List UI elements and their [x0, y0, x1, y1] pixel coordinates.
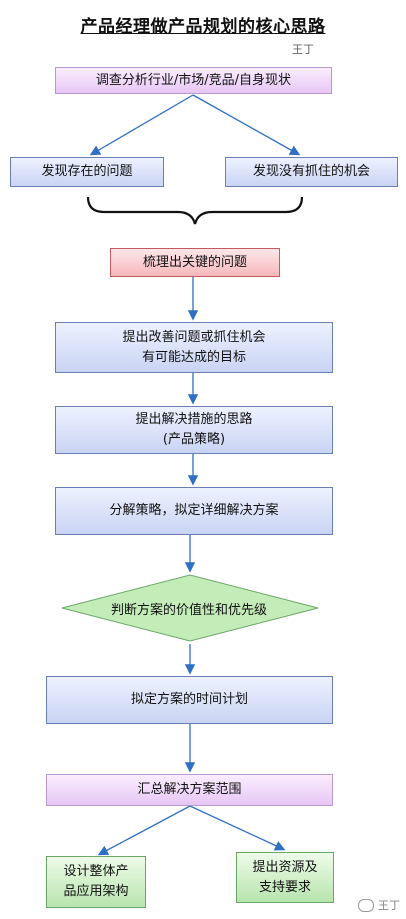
wechat-icon: [358, 898, 374, 912]
node-strategy-line1: 提出解决措施的思路: [135, 412, 253, 427]
node-strategy: 提出解决措施的思路 (产品策略): [55, 406, 333, 454]
diagram-title: 产品经理做产品规划的核心思路: [80, 17, 326, 37]
node-goal: 提出改善问题或抓住机会 有可能达成的目标: [55, 322, 333, 373]
node-survey: 调查分析行业/市场/竞品/自身现状: [55, 67, 332, 94]
arrow-survey-to-problems: [89, 94, 194, 156]
curly-brace: [86, 196, 304, 225]
node-opportunities: 发现没有抓住的机会: [225, 157, 398, 187]
judge-diamond: [61, 574, 319, 642]
node-design-line2: 品应用架构: [63, 884, 129, 899]
node-resources-line2: 支持要求: [258, 879, 311, 895]
author-label: 王丁: [292, 43, 314, 56]
node-strategy-line2: (产品策略): [162, 432, 226, 447]
watermark: 王丁: [358, 897, 400, 913]
node-key-issues: 梳理出关键的问题: [110, 248, 280, 277]
node-problems: 发现存在的问题: [10, 157, 164, 187]
arrow-summary-to-resources: [189, 805, 286, 851]
node-judge-label: 判断方案的价值性和优先级: [110, 602, 267, 618]
node-design: 设计整体产 品应用架构: [46, 856, 146, 908]
node-design-line1: 设计整体产: [63, 864, 129, 879]
node-goal-line2: 有可能达成的目标: [141, 349, 246, 365]
node-decompose: 分解策略，拟定详细解决方案: [55, 487, 333, 535]
node-resources-line1: 提出资源及: [252, 859, 318, 875]
node-summary: 汇总解决方案范围: [46, 774, 333, 806]
arrow-summary-to-design: [97, 805, 191, 856]
node-schedule: 拟定方案的时间计划: [46, 676, 333, 724]
arrow-survey-to-opportunities: [192, 94, 301, 156]
node-resources: 提出资源及 支持要求: [236, 852, 334, 903]
watermark-text: 王丁: [378, 899, 400, 912]
node-goal-line1: 提出改善问题或抓住机会: [122, 329, 266, 345]
